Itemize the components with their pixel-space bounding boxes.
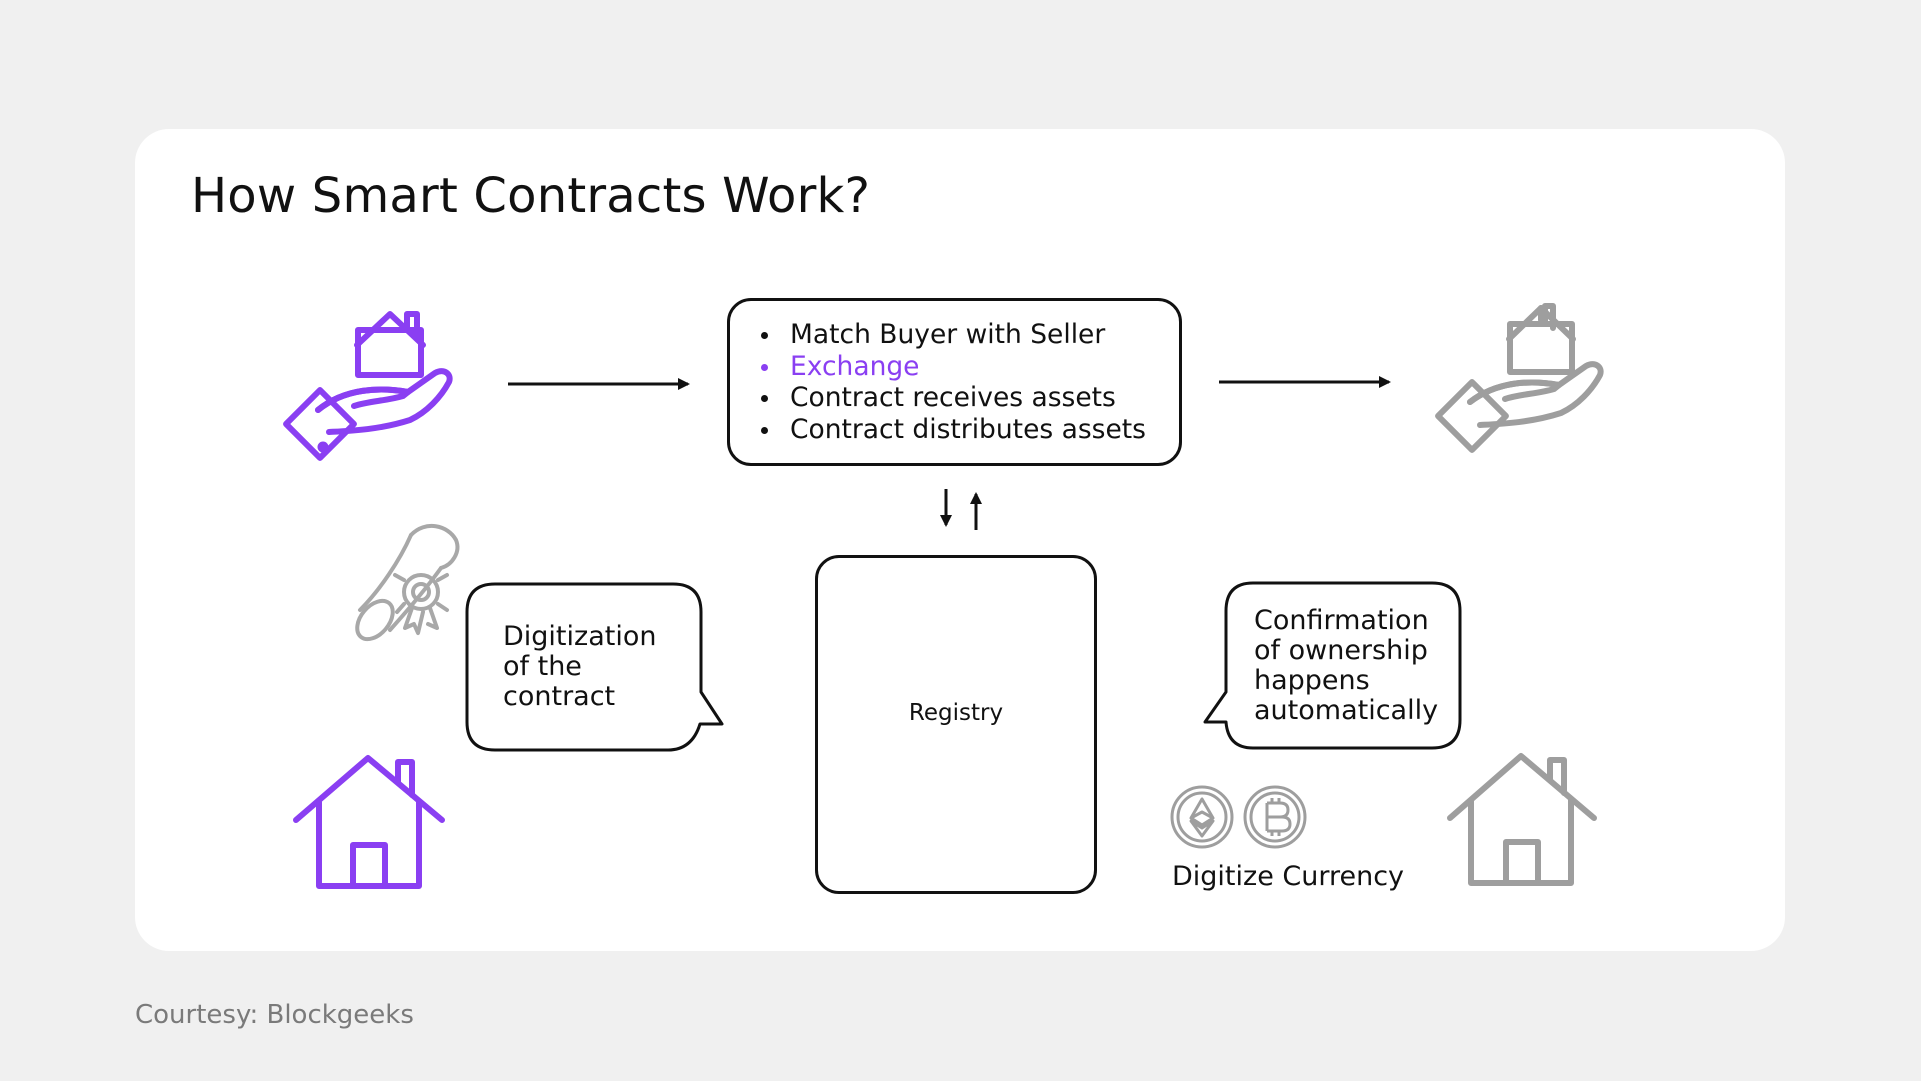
hand-house-icon (283, 311, 453, 461)
step-item-highlighted: Exchange (758, 351, 1179, 383)
ethereum-icon (1170, 785, 1234, 849)
hand-house-gray-icon (1435, 303, 1604, 453)
contract-steps-list: Match Buyer with Seller Exchange Contrac… (758, 319, 1179, 445)
bubble-right-text: Confirmation of ownership happens automa… (1254, 605, 1439, 726)
contract-steps-box: Match Buyer with Seller Exchange Contrac… (727, 298, 1182, 466)
step-item: Contract receives assets (758, 382, 1179, 414)
speech-bubble-right (1203, 581, 1462, 750)
certificate-scroll-icon (355, 524, 460, 642)
house-gray-icon (1447, 753, 1597, 886)
house-icon (293, 755, 445, 889)
registry-label: Registry (908, 700, 1004, 726)
registry-box (815, 555, 1097, 894)
step-item: Contract distributes assets (758, 414, 1179, 446)
currency-label: Digitize Currency (1172, 861, 1405, 892)
source-credit: Courtesy: Blockgeeks (135, 1000, 414, 1030)
bubble-left-text: Digitization of the contract (503, 621, 657, 712)
speech-bubble-left (465, 582, 724, 752)
page-title: How Smart Contracts Work? (191, 168, 871, 224)
bitcoin-icon (1243, 785, 1307, 849)
exchange-arrows (940, 489, 982, 530)
step-item: Match Buyer with Seller (758, 319, 1179, 351)
